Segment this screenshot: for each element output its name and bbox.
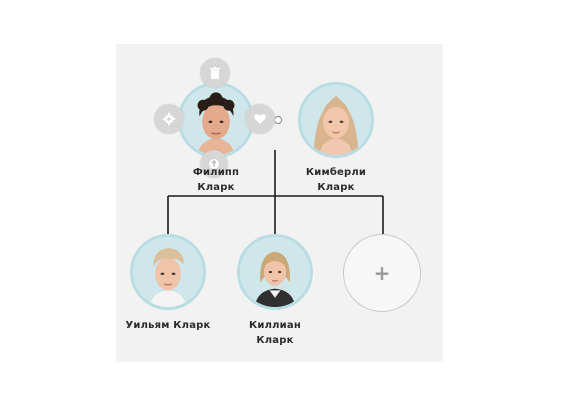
portrait-kimberly[interactable] [298,82,374,158]
parent-name-filipp: Филипп Кларк [176,166,256,196]
male-portrait-image [133,237,203,307]
family-tree-panel [116,44,443,362]
portrait-william[interactable] [130,234,206,310]
first-name: Филипп [192,167,240,178]
delete-button[interactable] [200,58,230,88]
full-name: Уильям Кларк [125,320,211,331]
settings-button[interactable] [154,104,184,134]
add-child-button[interactable]: + [343,234,421,312]
info-button[interactable] [200,150,228,178]
last-name: Кларк [256,335,294,346]
last-name: Кларк [317,182,355,193]
relationship-button[interactable] [245,104,275,134]
child-name-william: Уильям Кларк [118,319,218,334]
last-name: Кларк [197,182,235,193]
portrait-filipp[interactable] [178,82,254,158]
trash-icon [210,66,220,79]
link-ring [274,116,282,124]
heart-icon [254,114,266,124]
male-portrait-image [181,85,251,155]
female-portrait-image [301,85,371,155]
first-name: Киллиан [249,320,301,331]
arrow-icon [209,159,219,169]
parent-name-kimberly: Кимберли Кларк [296,166,376,196]
portrait-killian[interactable] [237,234,313,310]
first-name: Кимберли [305,167,367,178]
gear-icon [162,112,176,126]
child-portrait-image [240,237,310,307]
plus-icon: + [373,261,391,285]
child-name-killian: Киллиан Кларк [235,319,315,349]
